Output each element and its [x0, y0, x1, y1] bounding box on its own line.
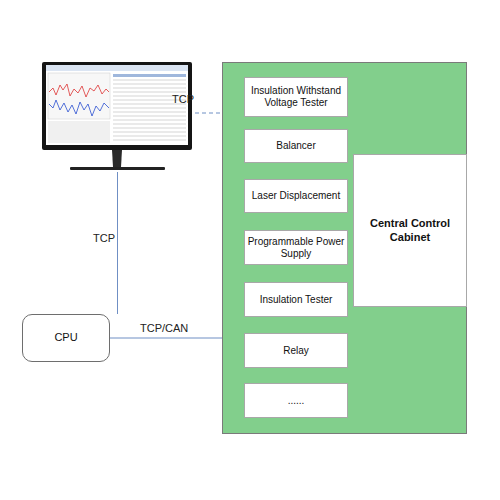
device-box: Programmable Power Supply	[244, 230, 348, 265]
node-text: CPU	[54, 331, 77, 344]
connection-line	[195, 113, 222, 114]
node-text: Laser Displacement	[252, 190, 340, 202]
node-text: Relay	[283, 345, 309, 357]
monitor-node	[40, 60, 195, 172]
device-box: Insulation Withstand Voltage Tester	[244, 77, 348, 117]
cpu-box: CPU	[22, 314, 110, 362]
device-box: ......	[244, 383, 348, 418]
protocol-label: TCP	[172, 93, 194, 105]
node-text: Insulation Tester	[260, 294, 333, 306]
connection-line	[117, 172, 118, 314]
node-text: ......	[288, 395, 305, 407]
device-box: Balancer	[244, 129, 348, 163]
device-box: Relay	[244, 333, 348, 368]
protocol-label: TCP	[93, 232, 115, 244]
device-box: Laser Displacement	[244, 179, 348, 213]
cabinet-group: Insulation Withstand Voltage TesterBalan…	[222, 62, 467, 434]
device-box: Insulation Tester	[244, 282, 348, 317]
node-text: Central Control Cabinet	[358, 217, 462, 243]
node-text: Balancer	[276, 140, 315, 152]
control-cabinet-box: Central Control Cabinet	[353, 154, 467, 307]
node-text: Programmable Power Supply	[247, 236, 345, 260]
connection-line	[110, 338, 222, 339]
protocol-label: TCP/CAN	[140, 322, 188, 334]
node-text: Insulation Withstand Voltage Tester	[247, 85, 345, 109]
